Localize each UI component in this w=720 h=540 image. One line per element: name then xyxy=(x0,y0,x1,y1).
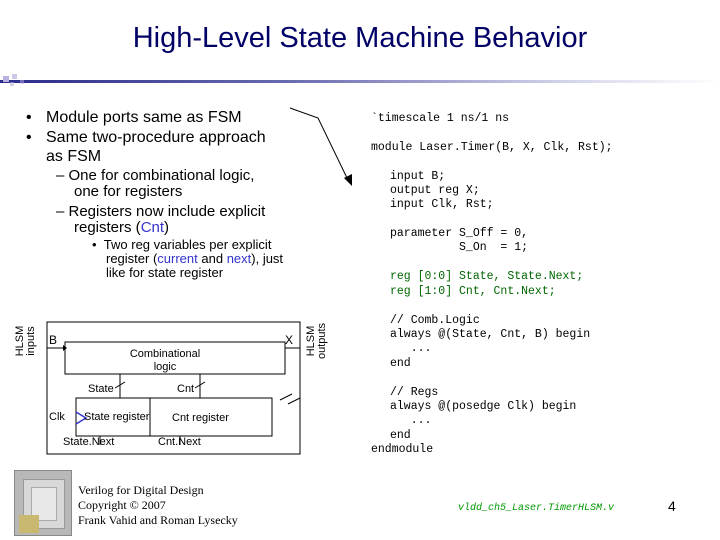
logic-label: logic xyxy=(153,361,177,373)
cnt-label: Cnt xyxy=(177,383,195,395)
code-line-9: reg [1:0] Cnt, Cnt.Next; xyxy=(390,285,556,298)
clock-triangle xyxy=(75,411,88,425)
sub-sub-line2: register (current and next), just xyxy=(106,251,284,266)
code-line-5: input Clk, Rst; xyxy=(390,198,494,211)
code-line-12: ... xyxy=(390,342,432,355)
hlsm-outputs-label: HLSM outputs xyxy=(305,322,328,360)
pointer-arrow xyxy=(289,107,349,181)
sub-sub-marker: • xyxy=(92,237,97,252)
sub-bullet-1: – One for combinational logic, one for r… xyxy=(56,168,254,200)
code-line-2: module Laser.Timer(B, X, Clk, Rst); xyxy=(371,141,613,154)
hlsm-inputs-label: HLSM inputs xyxy=(14,325,37,357)
sub-bullet-2-line1: – Registers now include explicit xyxy=(56,203,266,220)
sub-sub-line1: Two reg variables per explicit xyxy=(103,237,272,252)
combinational-label: Combinational xyxy=(129,348,201,360)
cnt-next-label: Cnt.Next xyxy=(158,436,201,448)
decorative-squares xyxy=(0,72,60,90)
sub-sub-line3: like for state register xyxy=(106,265,224,280)
sub-bullet-1-line2: one for registers xyxy=(74,183,183,200)
accent-next: next xyxy=(226,251,252,266)
footer-line-3: Frank Vahid and Roman Lysecky xyxy=(78,513,238,527)
code-line-3: input B; xyxy=(390,170,446,183)
code-line-13: end xyxy=(390,357,411,370)
state-next-label: State.Next xyxy=(63,436,115,448)
clk-label: Clk xyxy=(49,411,65,423)
filename-label: vldd_ch5_Laser.TimerHLSM.v xyxy=(458,503,615,514)
code-line-10: // Comb.Logic xyxy=(390,314,480,327)
combinational-block xyxy=(64,341,286,375)
cnt-register-label: Cnt register xyxy=(172,412,229,424)
code-line-4: output reg X; xyxy=(390,184,480,197)
code-line-16: ... xyxy=(390,414,432,427)
sub-sub-bullet: • Two reg variables per explicit registe… xyxy=(92,238,283,280)
output-x-label: X xyxy=(285,333,294,347)
code-line-14: // Regs xyxy=(390,386,439,399)
register-block xyxy=(75,397,273,437)
bullet-marker: • xyxy=(26,129,32,146)
title-underline xyxy=(0,80,720,83)
footer-line-2: Copyright © 2007 xyxy=(78,498,166,512)
code-line-8: reg [0:0] State, State.Next; xyxy=(390,270,584,283)
code-line-6: parameter S_Off = 0, xyxy=(390,227,529,240)
bullet-marker: • xyxy=(26,109,32,126)
slide-title: High-Level State Machine Behavior xyxy=(132,22,588,54)
state-register-label: State register xyxy=(84,411,150,423)
footer-line-1: Verilog for Digital Design xyxy=(78,483,204,497)
code-line-11: always @(State, Cnt, B) begin xyxy=(390,328,591,341)
sub-bullet-2: – Registers now include explicit registe… xyxy=(56,204,265,236)
book-logo xyxy=(14,470,72,536)
input-b-label: B xyxy=(49,333,58,347)
code-line-1: `timescale 1 ns/1 ns xyxy=(371,112,510,125)
page-number: 4 xyxy=(668,498,676,514)
bullet-2-text-line1: Same two-procedure approach xyxy=(46,129,266,146)
sub-bullet-1-line1: – One for combinational logic, xyxy=(56,167,255,184)
accent-cnt: Cnt xyxy=(140,219,165,236)
accent-current: current xyxy=(157,251,198,266)
bullet-1-text: Module ports same as FSM xyxy=(46,109,242,126)
code-line-15: always @(posedge Clk) begin xyxy=(390,400,577,413)
code-line-18: endmodule xyxy=(371,443,434,456)
code-line-17: end xyxy=(390,429,411,442)
code-line-7: S_On = 1; xyxy=(390,241,529,254)
state-label: State xyxy=(88,383,114,395)
sub-bullet-2-line2: registers (Cnt) xyxy=(74,219,170,236)
bullet-2-text-line2: as FSM xyxy=(46,148,102,165)
